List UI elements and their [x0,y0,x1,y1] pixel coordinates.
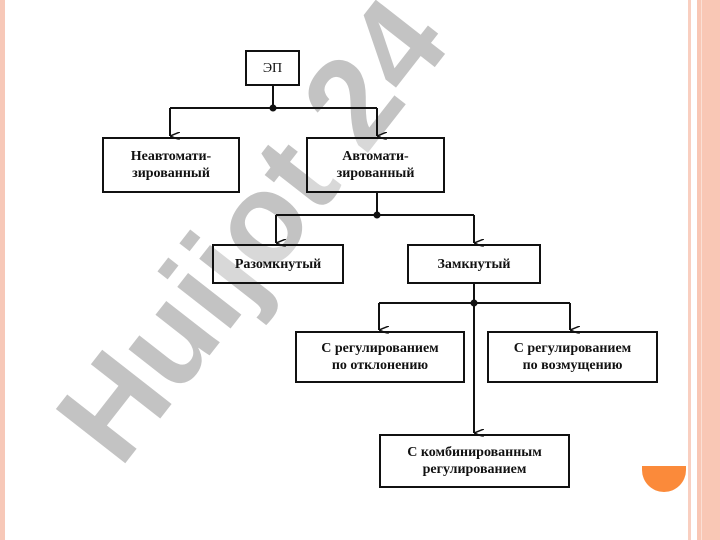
node-label: Замкнутый [437,256,511,272]
node-label: Разомкнутый [234,256,322,272]
node-closed-loop: Замкнутый [407,244,541,284]
node-non-automated: Неавтомати- зированный [102,137,240,193]
right-border-highlight [701,0,702,540]
node-label: С регулированием [321,341,439,356]
node-label: С комбинированным [407,445,542,460]
right-border-line [688,0,691,540]
node-automated: Автомати- зированный [306,137,445,193]
node-ep: ЭП [245,50,300,86]
node-label: Автомати- [342,149,409,164]
node-label: регулированием [422,462,527,477]
node-open-loop: Разомкнутый [212,244,344,284]
node-label: Неавтомати- [130,149,212,164]
node-label: зированный [336,166,415,181]
node-combined-control: С комбинированным регулированием [379,434,570,488]
node-label: по отклонению [331,358,429,373]
node-label: по возмущению [522,358,623,373]
node-label: С регулированием [513,341,632,356]
node-disturbance-control: С регулированием по возмущению [487,331,658,383]
right-border-strip [697,0,720,540]
node-deviation-control: С регулированием по отклонению [295,331,465,383]
left-border-strip [0,0,5,540]
node-label: зированный [132,166,210,181]
node-label: ЭП [262,60,283,76]
